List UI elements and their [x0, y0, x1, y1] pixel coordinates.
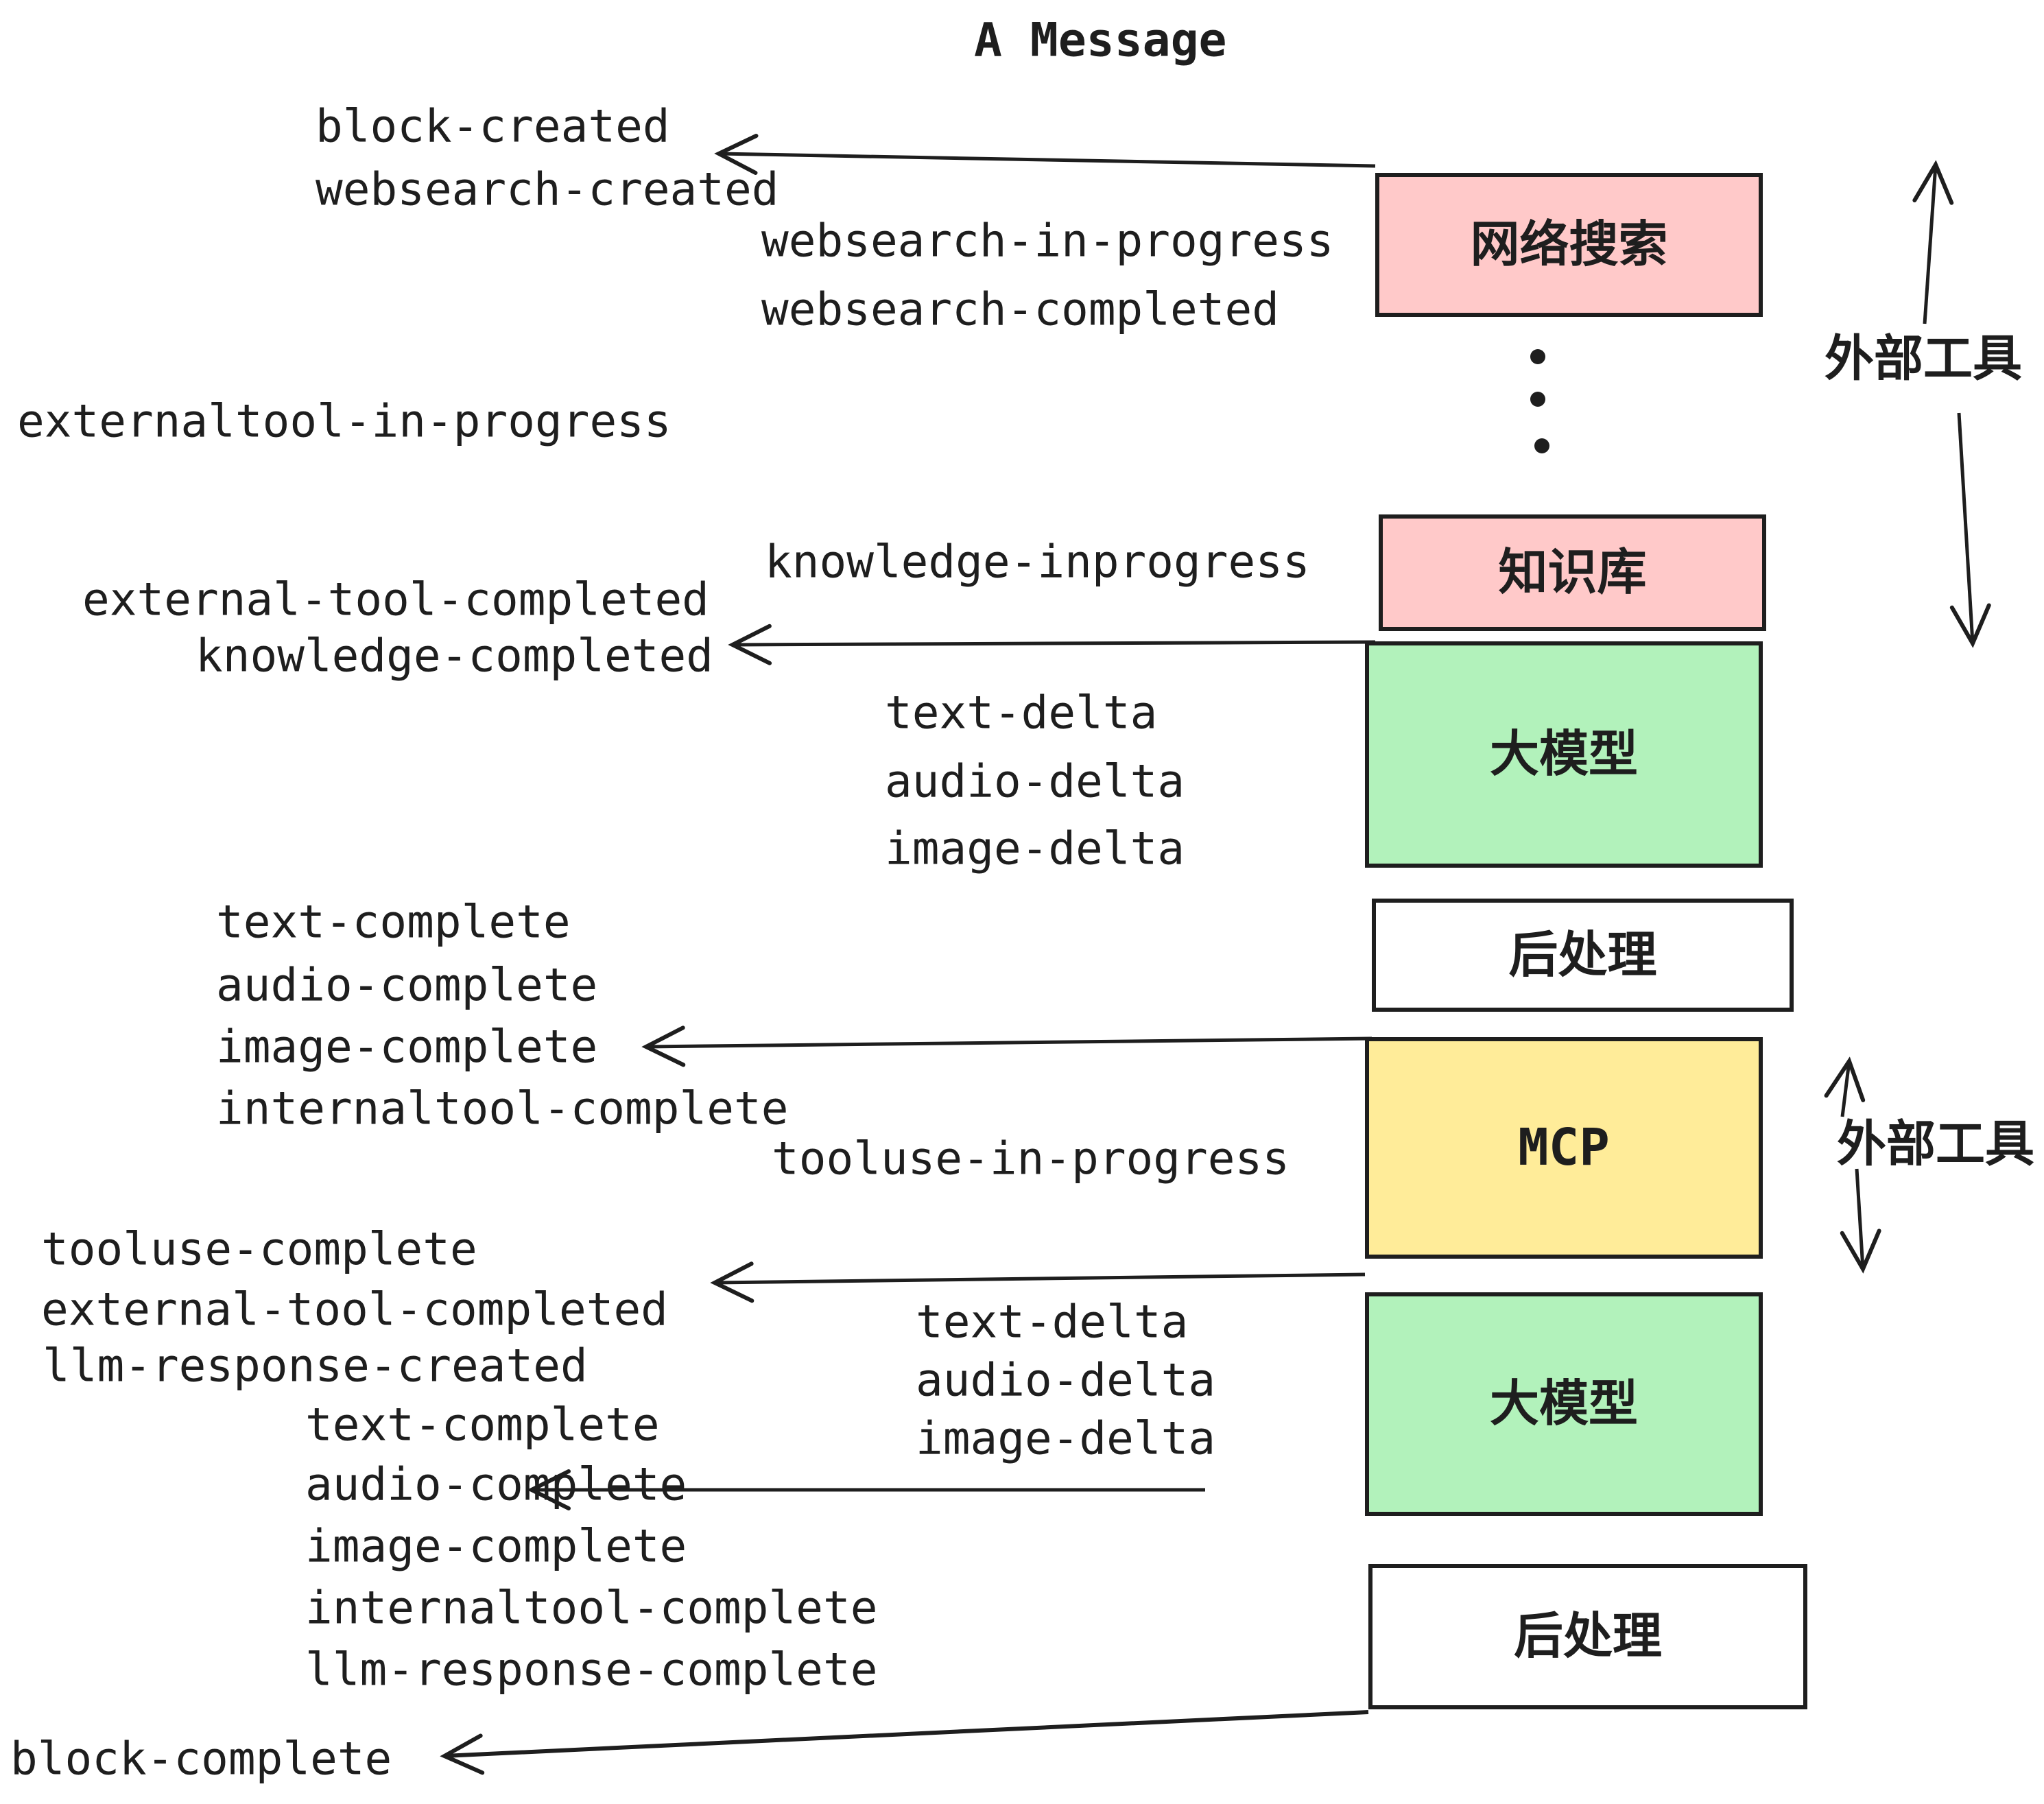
- event-label-tooluse-in-progress: tooluse-in-progress: [772, 1132, 1290, 1185]
- event-label-knowledge-completed: knowledge-completed: [195, 629, 713, 683]
- box-mcp-label: MCP: [1518, 1117, 1610, 1177]
- box-websearch: 网络搜索: [1375, 173, 1763, 317]
- event-label-external-tool-completed-2: external-tool-completed: [41, 1283, 668, 1336]
- event-label-tooluse-complete: tooluse-complete: [41, 1222, 477, 1276]
- event-label-block-complete: block-complete: [10, 1732, 392, 1785]
- box-websearch-label: 网络搜索: [1470, 215, 1668, 274]
- arrow-to-block-complete: [440, 1710, 1369, 1775]
- box-post-processing-1: 后处理: [1372, 899, 1794, 1012]
- event-label-image-complete-2: image-complete: [305, 1519, 687, 1573]
- event-label-text-complete-2: text-complete: [305, 1398, 660, 1451]
- event-label-externaltool-in-progress: externaltool-in-progress: [17, 394, 672, 448]
- event-label-websearch-in-progress: websearch-in-progress: [761, 214, 1334, 268]
- event-label-image-delta: image-delta: [885, 822, 1185, 875]
- event-label-external-tool-completed: external-tool-completed: [82, 573, 709, 626]
- event-label-websearch-completed: websearch-completed: [761, 283, 1279, 336]
- external-tools-range-arrow-up: [1912, 160, 1954, 324]
- box-llm-1-label: 大模型: [1489, 725, 1638, 783]
- event-label-audio-delta-2: audio-delta: [916, 1353, 1216, 1407]
- event-label-image-complete: image-complete: [216, 1020, 598, 1073]
- event-label-image-delta-2: image-delta: [916, 1412, 1216, 1465]
- ellipsis-dot: [1530, 349, 1545, 364]
- box-knowledge: 知识库: [1379, 514, 1766, 631]
- box-post-processing-2: 后处理: [1368, 1564, 1807, 1709]
- event-label-block-created: block-created: [316, 99, 670, 153]
- page-title: A Message: [974, 13, 1227, 68]
- external-tools-range-arrow-down-2: [1840, 1168, 1881, 1274]
- arrow-to-image-complete: [641, 1025, 1372, 1067]
- ellipsis-dot: [1534, 438, 1549, 453]
- arrow-to-block-created: [714, 134, 1376, 176]
- event-label-text-delta-2: text-delta: [916, 1295, 1189, 1349]
- event-label-llm-response-created: llm-response-created: [43, 1339, 588, 1392]
- event-label-knowledge-inprogress: knowledge-inprogress: [765, 535, 1310, 589]
- box-mcp: MCP: [1365, 1037, 1763, 1259]
- box-knowledge-label: 知识库: [1498, 543, 1647, 602]
- external-tools-label-2: 外部工具: [1837, 1115, 2035, 1173]
- event-label-llm-response-complete: llm-response-complete: [305, 1643, 878, 1696]
- external-tools-range-arrow-down: [1949, 412, 1991, 648]
- event-label-text-complete: text-complete: [216, 895, 571, 949]
- external-tools-label: 外部工具: [1825, 329, 2023, 388]
- event-label-websearch-created: websearch-created: [316, 163, 779, 216]
- ellipsis-dot: [1530, 392, 1545, 407]
- external-tools-range-arrow-up-2: [1824, 1056, 1866, 1117]
- event-label-internaltool-complete-2: internaltool-complete: [305, 1581, 878, 1635]
- box-post-processing-2-label: 后处理: [1513, 1607, 1662, 1665]
- event-label-audio-complete: audio-complete: [216, 958, 598, 1012]
- arrow-to-knowledge-completed: [728, 624, 1376, 665]
- event-label-internaltool-complete: internaltool-complete: [216, 1082, 789, 1135]
- event-label-text-delta: text-delta: [885, 686, 1158, 739]
- box-post-processing-1-label: 后处理: [1508, 925, 1657, 984]
- box-llm-1: 大模型: [1365, 641, 1763, 868]
- box-llm-2-label: 大模型: [1489, 1375, 1638, 1433]
- arrow-to-external-tool-completed: [710, 1261, 1366, 1303]
- event-label-audio-complete-2: audio-complete: [305, 1458, 687, 1511]
- box-llm-2: 大模型: [1365, 1292, 1763, 1516]
- event-label-audio-delta: audio-delta: [885, 755, 1185, 808]
